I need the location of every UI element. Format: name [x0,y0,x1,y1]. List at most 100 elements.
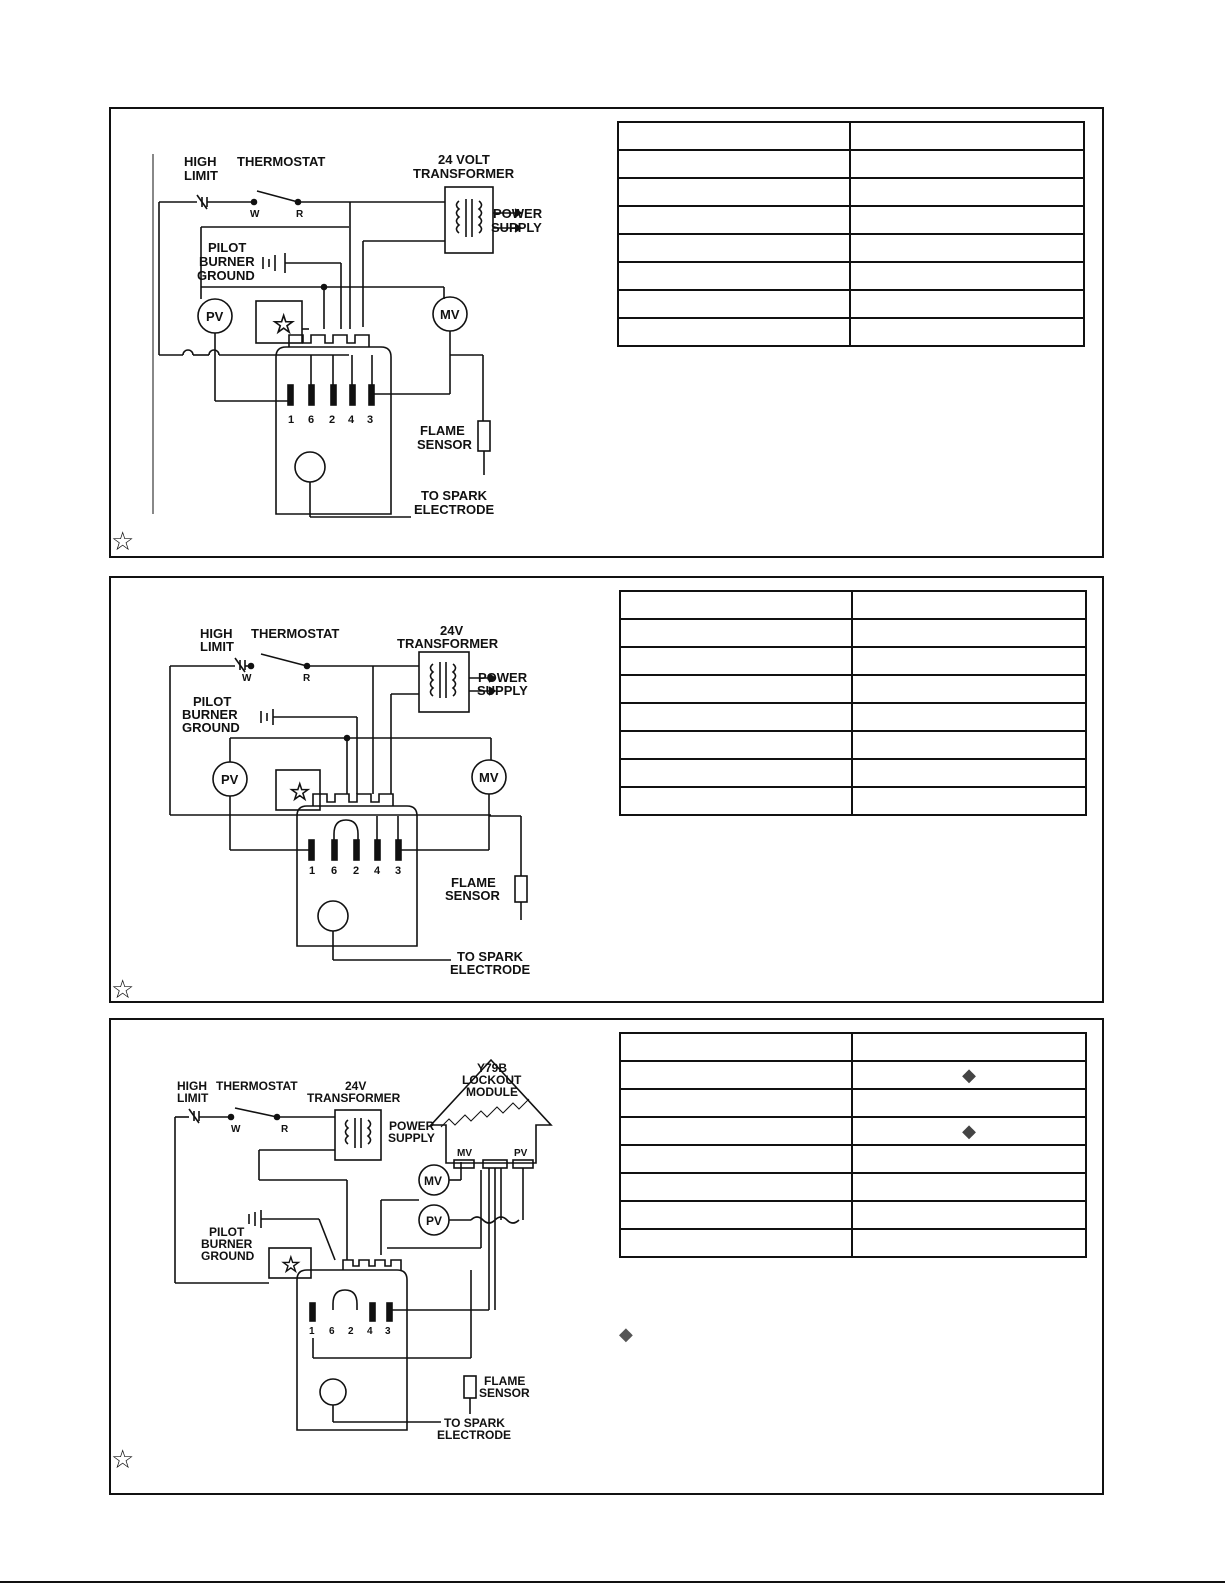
label-pv: PV [206,309,224,324]
table-cell [619,646,853,676]
label-high: HIGH [200,626,233,641]
terminal-4-label: 4 [348,414,355,426]
terminal-2-label: 2 [353,865,359,877]
star-symbol: ☆ [281,1252,301,1277]
label-transformer-1: 24V [440,623,463,638]
label-module-3: MODULE [466,1085,518,1099]
label-sensor: SENSOR [479,1386,530,1400]
table-cell [851,1200,1087,1230]
terminal-4-label: 4 [374,865,381,877]
table-cell [849,317,1085,347]
label-r: R [303,673,311,684]
terminal-2-label: 2 [329,414,335,426]
table-cell [619,730,853,760]
table-row [619,730,1087,760]
terminal-3-label: 3 [367,414,373,426]
table-row [619,618,1087,648]
table-cell [619,618,853,648]
star-note-1: ☆ [111,526,135,556]
label-flame: FLAME [451,875,496,890]
table-cell [849,205,1085,235]
label-thermostat: THERMOSTAT [237,154,325,169]
table-cell [619,1116,853,1146]
label-to-spark: TO SPARK [421,488,488,503]
label-to-spark: TO SPARK [444,1416,505,1430]
table-cell [849,233,1085,263]
label-power: POWER [478,670,528,685]
table-cell [619,1032,853,1062]
label-to-spark: TO SPARK [457,949,524,964]
label-pv: PV [221,772,239,787]
label-pv: PV [426,1214,442,1228]
label-w: W [231,1124,241,1135]
label-supply: SUPPLY [388,1131,435,1145]
table-row [619,590,1087,620]
label-ground: GROUND [197,268,255,283]
table-row [619,1088,1087,1118]
table-cell [851,1144,1087,1174]
table-row [617,233,1085,263]
label-w: W [242,673,252,684]
label-high: HIGH [184,154,217,169]
table-cell [619,1088,853,1118]
terminal-6-label: 6 [329,1326,335,1337]
table-row [617,261,1085,291]
table-cell [851,730,1087,760]
table-cell [851,1172,1087,1202]
label-transformer-1: 24V [345,1079,366,1093]
label-high: HIGH [177,1079,207,1093]
label-flame: FLAME [420,423,465,438]
terminal-2-label: 2 [348,1326,354,1337]
label-thermostat: THERMOSTAT [251,626,339,641]
table-row [619,674,1087,704]
star-note-3: ☆ [111,1444,135,1474]
label-burner: BURNER [201,1237,253,1251]
table-cell [617,261,851,291]
table-row [617,177,1085,207]
star-symbol: ☆ [272,309,296,339]
table-cell [617,289,851,319]
label-mv: MV [440,307,460,322]
table-cell [619,1144,853,1174]
terminal-1-label: 1 [309,865,315,877]
table-cell [851,1088,1087,1118]
table-row [617,205,1085,235]
label-burner: BURNER [199,254,255,269]
label-r: R [296,209,304,220]
label-power: POWER [493,206,543,221]
table-row [619,1032,1087,1062]
table-cell [619,1060,853,1090]
table-2-body [619,590,1087,816]
wiring-diagram-3: HIGH LIMIT THERMOSTAT W R 24V TRANSFORME… [111,1020,671,1490]
table-cell [619,1228,853,1258]
label-transformer-2: TRANSFORMER [397,636,499,651]
table-row [617,317,1085,347]
label-module-pv: PV [514,1148,528,1159]
terminal-1-label: 1 [288,414,294,426]
label-supply: SUPPLY [491,220,542,235]
label-supply: SUPPLY [477,683,528,698]
label-flame: FLAME [484,1374,525,1388]
label-power: POWER [389,1119,435,1133]
panel-2: HIGH LIMIT THERMOSTAT W R 24V TRANSFORME… [109,576,1104,1003]
label-limit: LIMIT [200,639,234,654]
star-note-2: ☆ [111,974,135,1004]
label-transformer-2: TRANSFORMER [307,1091,401,1105]
table-1 [617,121,1085,347]
table-cell [619,758,853,788]
table-cell [619,590,853,620]
table-cell [851,590,1087,620]
label-mv: MV [479,770,499,785]
label-ground: GROUND [182,720,240,735]
table-cell-diamond: ◆ [851,1116,1087,1146]
panel-1: HIGH LIMIT THERMOSTAT W R 24 VOLT TRANSF… [109,107,1104,558]
label-transformer-2: TRANSFORMER [413,166,515,181]
table-1-body [617,121,1085,347]
label-module-mv: MV [457,1148,472,1159]
table-row: ◆ [619,1116,1087,1146]
label-module-2: LOCKOUT [462,1073,522,1087]
label-limit: LIMIT [184,168,218,183]
table-cell [619,702,853,732]
table-3-body: ◆◆ [619,1032,1087,1258]
table-row [617,289,1085,319]
